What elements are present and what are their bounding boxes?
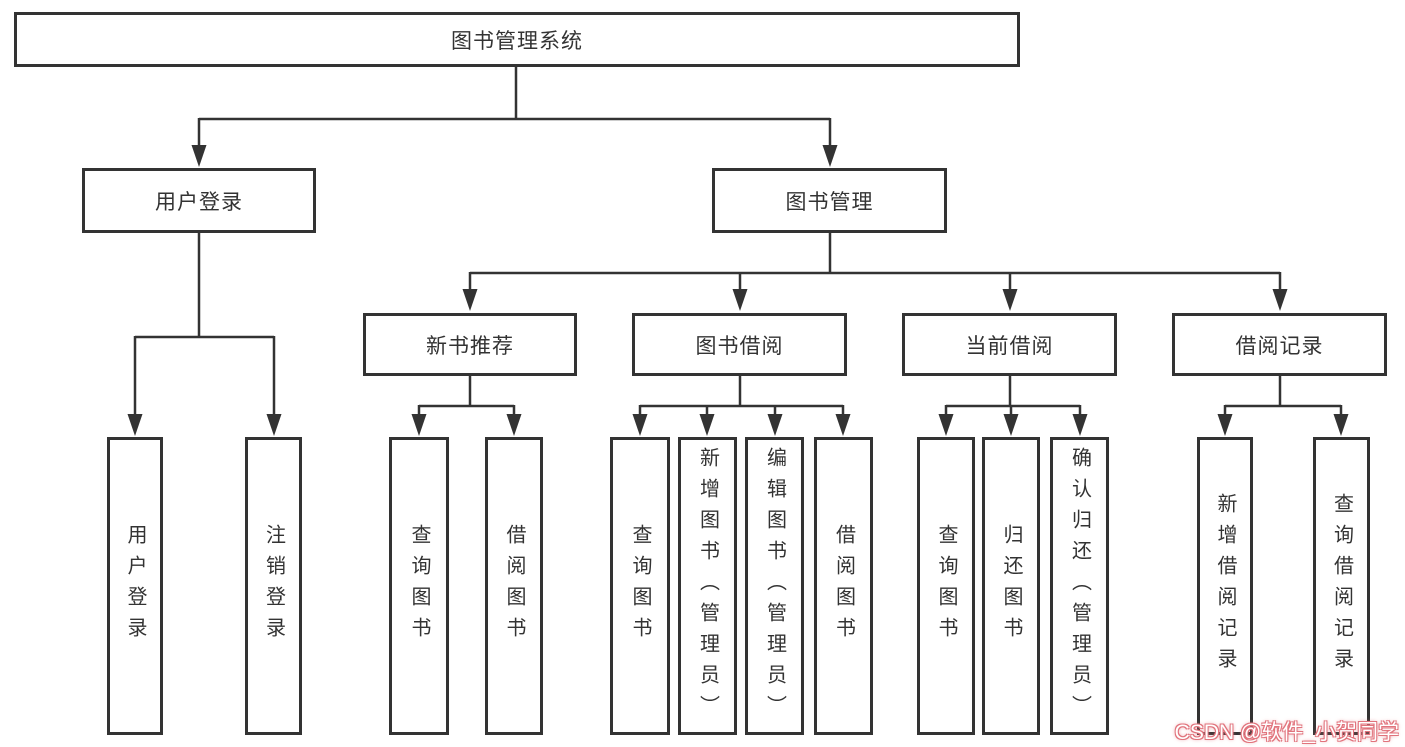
leaf-label: 用户登录 [124, 524, 146, 648]
leaf-label: 查询图书 [408, 524, 430, 648]
leaf-label: 查询图书 [935, 524, 957, 648]
leaf-return-book: 归还图书 [982, 437, 1040, 735]
leaf-borrow-book: 借阅图书 [814, 437, 873, 735]
leaf-add-borrow-record: 新增借阅记录 [1197, 437, 1253, 735]
node-label: 新书推荐 [426, 334, 514, 358]
leaf-query-book-current: 查询图书 [917, 437, 975, 735]
node-label: 图书管理系统 [451, 29, 583, 53]
leaf-label: 查询图书 [629, 524, 651, 648]
node-user-login: 用户登录 [82, 168, 316, 233]
node-book-management: 图书管理 [712, 168, 947, 233]
leaf-borrow-book-recommend: 借阅图书 [485, 437, 543, 735]
leaf-label: 编辑图书（管理员） [763, 446, 786, 726]
node-label: 借阅记录 [1235, 334, 1324, 358]
leaf-query-borrow-record: 查询借阅记录 [1313, 437, 1370, 735]
leaf-label: 归还图书 [1000, 524, 1022, 648]
leaf-user-login: 用户登录 [107, 437, 163, 735]
leaf-edit-book-admin: 编辑图书（管理员） [745, 437, 804, 735]
leaf-add-book-admin: 新增图书（管理员） [678, 437, 737, 735]
node-borrow-record: 借阅记录 [1172, 313, 1387, 376]
node-new-book-recommend: 新书推荐 [363, 313, 577, 376]
leaf-label: 确认归还（管理员） [1068, 446, 1091, 726]
node-label: 图书管理 [785, 190, 874, 214]
leaf-query-book-recommend: 查询图书 [389, 437, 449, 735]
node-current-borrow: 当前借阅 [902, 313, 1117, 376]
node-label: 图书借阅 [695, 334, 784, 358]
leaf-query-book-borrow: 查询图书 [610, 437, 670, 735]
leaf-label: 查询借阅记录 [1330, 493, 1353, 679]
leaf-label: 注销登录 [262, 524, 285, 648]
leaf-logout: 注销登录 [245, 437, 302, 735]
leaf-label: 借阅图书 [503, 524, 525, 648]
node-label: 当前借阅 [965, 334, 1054, 358]
node-label: 用户登录 [155, 190, 243, 214]
leaf-label: 新增借阅记录 [1214, 493, 1236, 679]
node-book-borrow: 图书借阅 [632, 313, 847, 376]
leaf-label: 借阅图书 [832, 524, 855, 648]
node-library-management-system: 图书管理系统 [14, 12, 1020, 67]
leaf-confirm-return-admin: 确认归还（管理员） [1050, 437, 1109, 735]
csdn-watermark: CSDN @软件_小贺同学 [1174, 721, 1399, 744]
leaf-label: 新增图书（管理员） [696, 446, 719, 726]
